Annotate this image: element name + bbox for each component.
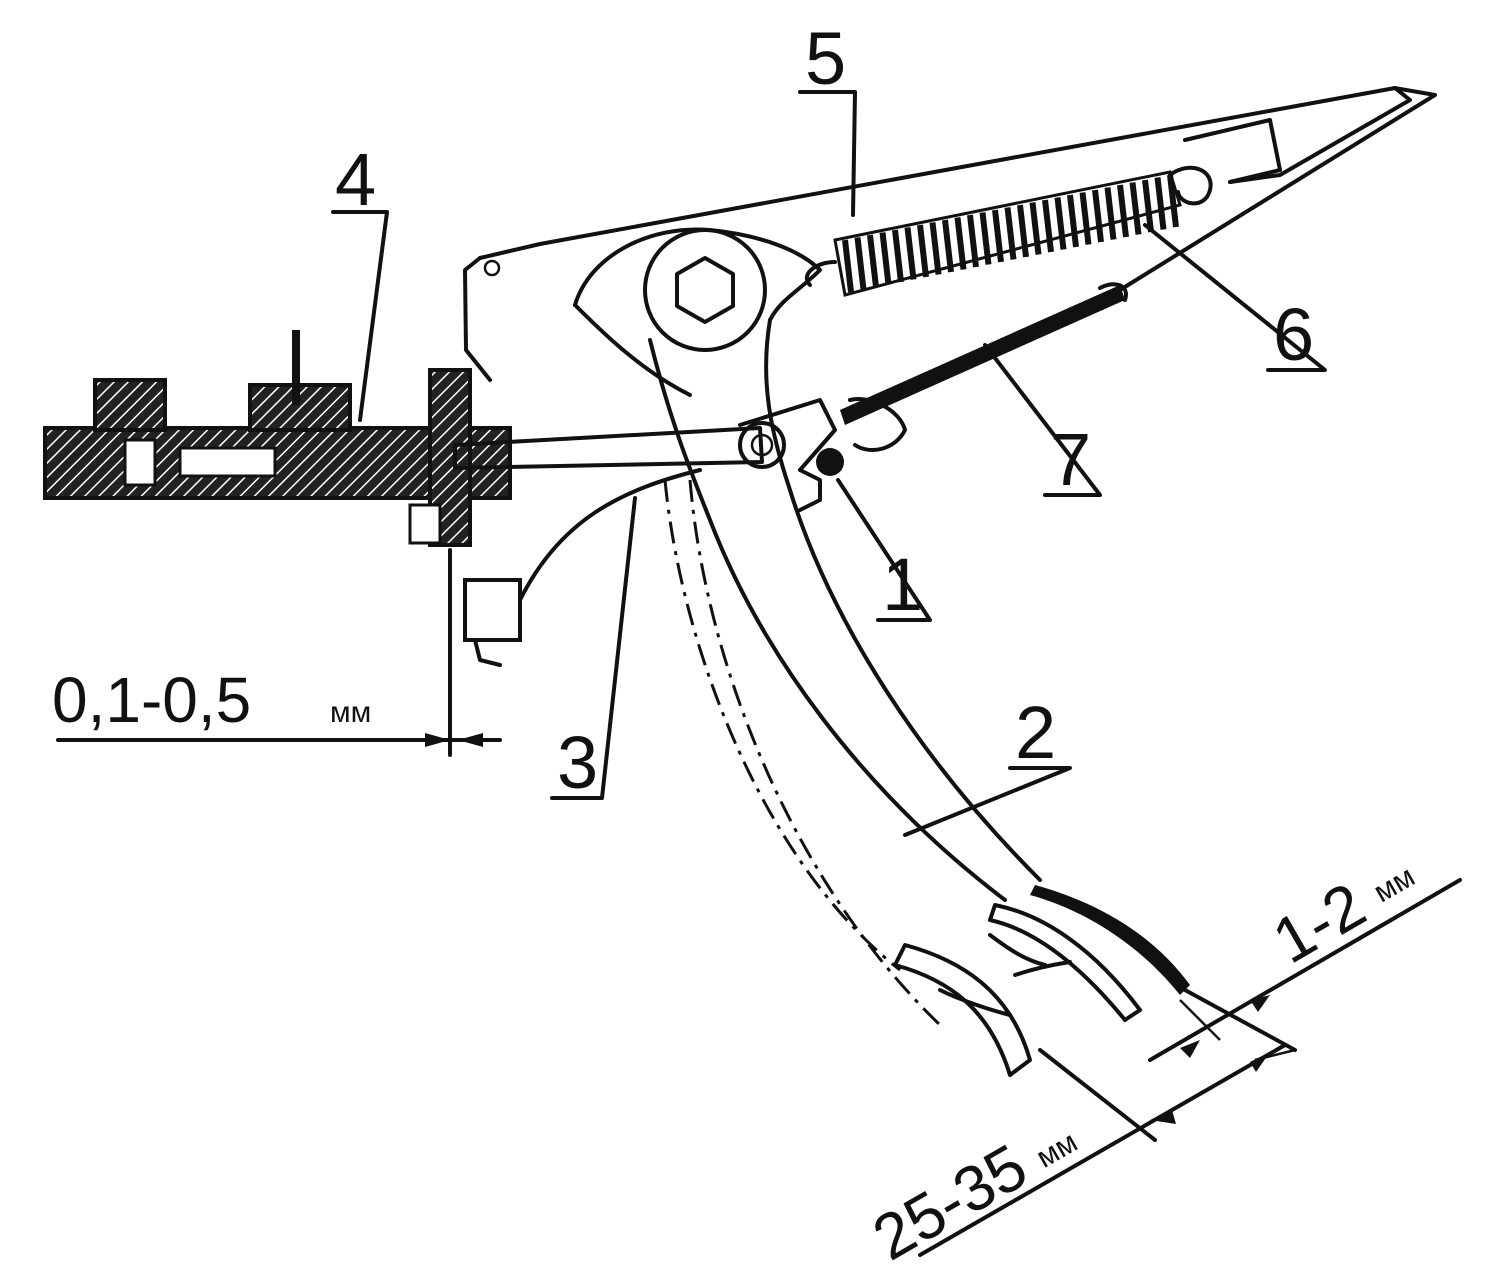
spring-coil [1054, 197, 1067, 250]
spring-coil [1104, 187, 1117, 240]
spring-coil [1029, 202, 1042, 255]
callout-7: 7 [1050, 418, 1091, 501]
leader-lines [331, 90, 1327, 837]
spring-coil [1004, 207, 1017, 260]
spring-coil [967, 214, 979, 268]
spring-coil [842, 239, 854, 293]
spring-coil [1154, 177, 1167, 230]
rod-gap-unit: мм [330, 696, 371, 729]
pedal-arm [648, 318, 1042, 902]
spring-coil [992, 209, 1004, 263]
spring-coil [979, 212, 992, 265]
spring-coil [1129, 182, 1142, 235]
spring-coil [867, 234, 879, 288]
spring-coil [1092, 189, 1104, 243]
dimension-labels: 0,1-0,5 мм 1-2 мм 25-35 мм [52, 664, 1420, 1274]
rod-gap-value: 0,1-0,5 [52, 664, 251, 736]
callout-2: 2 [1015, 691, 1056, 774]
pedal-travel-value: 25-35 [861, 1130, 1039, 1274]
spring-coil [1167, 174, 1179, 228]
pedal-travel-outlines [663, 479, 1072, 1077]
spring-coil [1042, 199, 1054, 253]
spring-coil [929, 222, 942, 275]
spring-coil [1017, 204, 1029, 258]
pedal-gap-value: 1-2 [1261, 869, 1377, 978]
spring-coil [892, 229, 904, 283]
spring-coil [1079, 192, 1092, 245]
spring-coil [942, 219, 954, 273]
spring-coil [879, 232, 892, 285]
spring-coil [954, 217, 967, 270]
callout-3: 3 [557, 721, 598, 804]
pedal-pad [988, 885, 1190, 1022]
spring-coil [904, 227, 917, 280]
stop-and-spring [816, 282, 1128, 476]
spring-coil [917, 224, 929, 278]
master-cylinder [43, 330, 512, 547]
spring-coil [1067, 194, 1079, 248]
callout-6: 6 [1273, 293, 1314, 376]
return-spring [804, 165, 1213, 297]
pedal-gap-dimensions [918, 878, 1462, 1257]
pedal-pivot [573, 227, 822, 397]
pedal-bracket [463, 86, 1437, 382]
callout-4: 4 [335, 138, 376, 221]
spring-coil [854, 237, 867, 290]
pedal-gap-unit: мм [1368, 860, 1420, 909]
spring-coil [1142, 179, 1154, 233]
callout-1: 1 [882, 543, 923, 626]
callout-labels: 4 5 6 7 1 2 3 [335, 17, 1314, 804]
push-rod [453, 398, 837, 667]
rod-gap-dimension [56, 548, 502, 757]
spring-coil [1117, 184, 1129, 238]
callout-5: 5 [805, 17, 846, 100]
